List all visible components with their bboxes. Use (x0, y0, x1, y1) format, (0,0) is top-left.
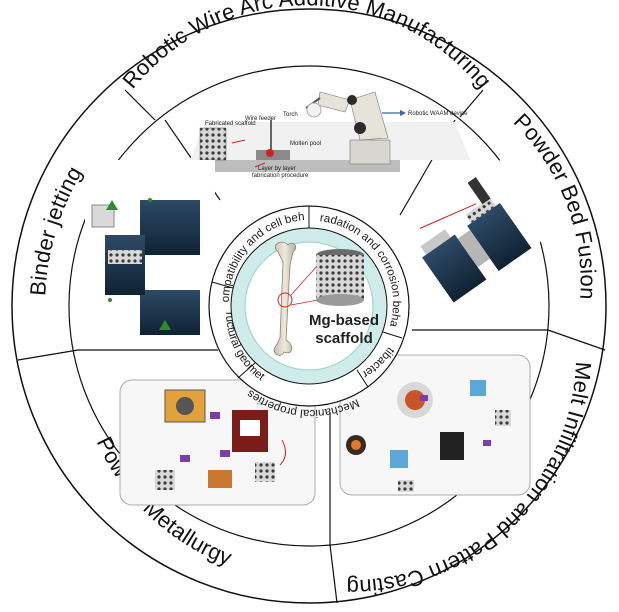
waam-panel: Robotic WAAM device Fabricated scaffold … (185, 91, 470, 179)
label-layer-line1: Layer by layer (258, 166, 296, 172)
center-title-line1: Mg-based (309, 312, 379, 329)
label-torch: Torch (283, 112, 298, 118)
binder-jetting-panel (85, 160, 215, 340)
label-fabricated-scaffold: Fabricated scaffold (205, 121, 256, 127)
magnify-circle (277, 292, 293, 308)
fabricated-scaffold-icon (199, 127, 227, 161)
robot-arm-icon (305, 91, 391, 165)
porous-scaffold-icon (316, 249, 364, 306)
powder-metallurgy-panel (119, 379, 316, 506)
inner-ring-dividers (211, 206, 403, 388)
label-wire-feeder: Wire feeder (245, 116, 276, 122)
pbf-panel (393, 154, 561, 309)
melt-infiltration-panel (339, 354, 531, 496)
label-molten-pool: Molten pool (290, 141, 321, 147)
femur-bone-icon (273, 241, 297, 356)
center-title-line2: scaffold (315, 330, 373, 347)
label-robotic-waam-device: Robotic WAAM device (408, 111, 468, 117)
label-layer-line2: fabrication procedure (252, 173, 309, 179)
